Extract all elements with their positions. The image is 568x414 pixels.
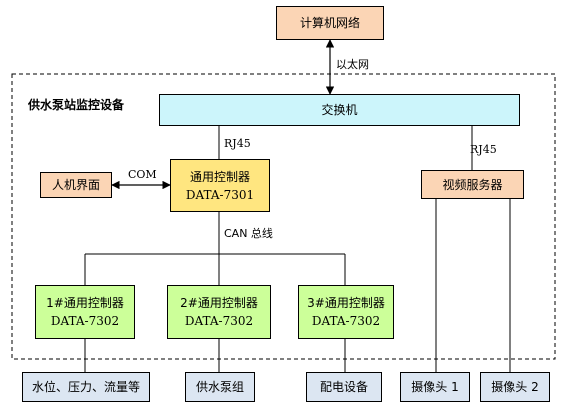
main-controller-box: 通用控制器 DATA-7301	[170, 159, 270, 212]
field-device-power: 配电设备	[306, 372, 382, 402]
main-controller-name: 通用控制器	[189, 169, 250, 184]
switch-box: 交换机	[159, 94, 520, 126]
sub-controller-3: 3#通用控制器 DATA-7302	[298, 285, 394, 339]
camera-1-box: 摄像头 1	[400, 372, 470, 402]
ethernet-label: 以太网	[336, 58, 369, 71]
region-border	[11, 73, 556, 360]
video-server-box: 视频服务器	[421, 170, 524, 199]
hmi-box: 人机界面	[40, 172, 112, 198]
sub-controller-2: 2#通用控制器 DATA-7302	[167, 285, 271, 339]
field-device-pumps: 供水泵组	[185, 372, 255, 402]
com-label: COM	[128, 168, 157, 181]
field-device-sensors: 水位、压力、流量等	[22, 372, 150, 402]
computer-network-box: 计算机网络	[276, 6, 384, 40]
camera-2-box: 摄像头 2	[480, 372, 550, 402]
can-bus-label: CAN 总线	[224, 227, 273, 240]
rj45-label-right: RJ45	[470, 143, 497, 156]
rj45-label-left: RJ45	[224, 137, 251, 150]
main-controller-model: DATA-7301	[185, 187, 255, 202]
region-title: 供水泵站监控设备	[28, 98, 125, 112]
sub-controller-1: 1#通用控制器 DATA-7302	[35, 285, 135, 339]
